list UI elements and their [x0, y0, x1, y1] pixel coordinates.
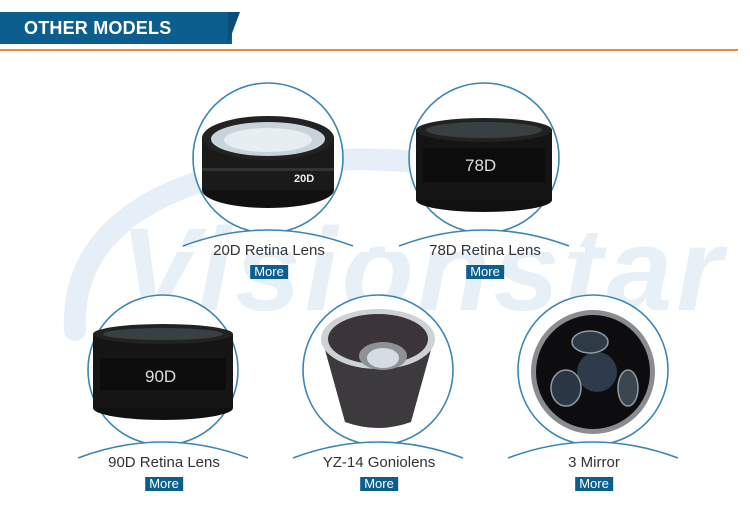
header-notch-decoration: [228, 12, 240, 44]
header-divider: [0, 49, 738, 51]
product-card-yz14-goniolens[interactable]: YZ-14 Goniolens More: [279, 294, 479, 514]
lens-image-goniolens[interactable]: [279, 294, 479, 464]
product-card-3-mirror[interactable]: 3 Mirror More: [494, 294, 694, 514]
more-button[interactable]: More: [360, 477, 398, 491]
more-button[interactable]: More: [145, 477, 183, 491]
lens-image-78d[interactable]: 78D: [385, 82, 585, 252]
lens-image-3-mirror[interactable]: [494, 294, 694, 464]
lens-engraving: 20D: [294, 173, 314, 185]
lens-image-90d[interactable]: 90D: [64, 294, 264, 464]
lens-engraving: 78D: [465, 156, 496, 175]
more-button[interactable]: More: [575, 477, 613, 491]
product-name[interactable]: YZ-14 Goniolens: [322, 454, 436, 471]
lens-image-20d[interactable]: 20D: [169, 82, 369, 252]
product-name[interactable]: 20D Retina Lens: [213, 242, 325, 259]
section-header-bar: [0, 12, 232, 44]
product-card-78d[interactable]: 78D 78D Retina Lens More: [385, 82, 585, 302]
more-button[interactable]: More: [466, 265, 504, 279]
product-name[interactable]: 3 Mirror: [568, 454, 620, 471]
product-name[interactable]: 78D Retina Lens: [429, 242, 541, 259]
section-title: OTHER MODELS: [24, 18, 172, 38]
product-name[interactable]: 90D Retina Lens: [108, 454, 220, 471]
product-card-90d[interactable]: 90D 90D Retina Lens More: [64, 294, 264, 514]
product-card-20d[interactable]: 20D 20D Retina Lens More: [169, 82, 369, 302]
more-button[interactable]: More: [250, 265, 288, 279]
lens-engraving: 90D: [145, 367, 176, 386]
